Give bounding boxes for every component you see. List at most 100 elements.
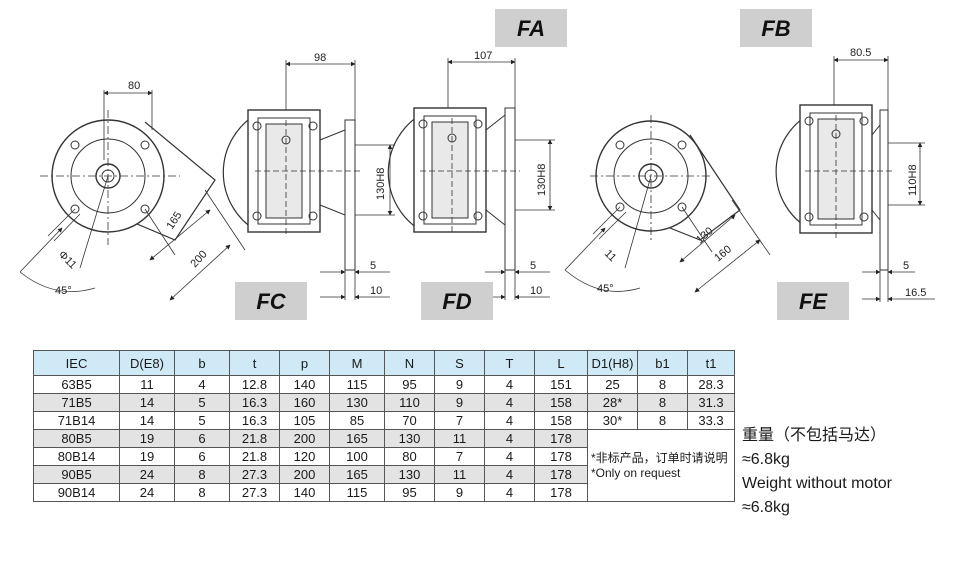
cell: 85 <box>329 411 385 430</box>
dim-fe-16-5: 16.5 <box>905 287 926 299</box>
gearbox-view-fd <box>387 58 555 300</box>
cell: 178 <box>534 483 588 502</box>
cell: 140 <box>279 483 330 502</box>
cell: 21.8 <box>229 447 280 466</box>
gearbox-view-fc <box>222 60 395 300</box>
cell: 4 <box>484 375 535 394</box>
cell: 7 <box>434 447 485 466</box>
flange-view-right <box>564 115 771 293</box>
cell: 71B5 <box>33 393 120 412</box>
cell: 11 <box>434 429 485 448</box>
cell: 178 <box>534 447 588 466</box>
table-row: 90B14 24 8 27.3 140 115 95 9 4 178 <box>33 483 735 502</box>
cell: 8 <box>637 393 688 412</box>
tag-fa <box>495 9 567 47</box>
cell: 4 <box>484 465 535 484</box>
cell: 100 <box>329 447 385 466</box>
cell: 80B14 <box>33 447 120 466</box>
cell: 4 <box>174 375 230 394</box>
cell: 14 <box>119 411 175 430</box>
cell: 9 <box>434 483 485 502</box>
dim-130: 130 <box>694 225 716 246</box>
cell: 120 <box>279 447 330 466</box>
cell: 7 <box>434 411 485 430</box>
cell: 12.8 <box>229 375 280 394</box>
dim-98: 98 <box>314 52 326 64</box>
table-note: *非标产品，订单时请说明 *Only on request <box>587 429 735 502</box>
cell: 130 <box>384 429 435 448</box>
cell: 4 <box>484 393 535 412</box>
cell: 63B5 <box>33 375 120 394</box>
cell: 4 <box>484 411 535 430</box>
cell: 200 <box>279 429 330 448</box>
cell: 8 <box>174 465 230 484</box>
col-l: L <box>534 350 588 376</box>
cell: 14 <box>119 393 175 412</box>
cell: 6 <box>174 447 230 466</box>
col-t: t <box>229 350 280 376</box>
cell: 19 <box>119 447 175 466</box>
cell: 165 <box>329 429 385 448</box>
weight-label-chinese: 重量（不包括马达） <box>742 427 887 444</box>
col-d-e8: D(E8) <box>119 350 175 376</box>
dimension-table: IEC D(E8) b t p M N S T L D1(H8) b1 t1 6… <box>33 350 735 502</box>
col-d1-h8: D1(H8) <box>587 350 638 376</box>
cell: 130 <box>384 465 435 484</box>
cell: 11 <box>119 375 175 394</box>
dim-160: 160 <box>712 243 734 264</box>
dim-11: 11 <box>602 248 619 265</box>
table-row: 71B14 14 5 16.3 105 85 70 7 4 158 30* 8 … <box>33 411 735 430</box>
cell: 25 <box>587 375 638 394</box>
note-english: *Only on request <box>591 465 681 480</box>
cell: 19 <box>119 429 175 448</box>
technical-drawing: 80 165 200 Φ11 45° 98 130H8 5 10 FC <box>19 9 935 320</box>
col-b1: b1 <box>637 350 688 376</box>
weight-label-english: Weight without motor <box>742 475 892 492</box>
cell: 6 <box>174 429 230 448</box>
cell: 80B5 <box>33 429 120 448</box>
cell: 11 <box>434 465 485 484</box>
cell: 9 <box>434 393 485 412</box>
dim-80-5: 80.5 <box>850 47 871 59</box>
cell: 4 <box>484 447 535 466</box>
cell: 95 <box>384 375 435 394</box>
cell: 4 <box>484 429 535 448</box>
cell: 140 <box>279 375 330 394</box>
cell: 90B5 <box>33 465 120 484</box>
col-t-cap: T <box>484 350 535 376</box>
cell: 115 <box>329 483 385 502</box>
cell: 9 <box>434 375 485 394</box>
cell: 8 <box>637 411 688 430</box>
dim-80: 80 <box>128 80 140 92</box>
label-fa: FA <box>517 16 545 41</box>
tag-fd <box>421 282 493 320</box>
tag-fb <box>740 9 812 47</box>
cell: 24 <box>119 465 175 484</box>
cell: 70 <box>384 411 435 430</box>
col-iec: IEC <box>33 350 120 376</box>
col-s: S <box>434 350 485 376</box>
cell: 33.3 <box>687 411 735 430</box>
cell: 28.3 <box>687 375 735 394</box>
table-row: 63B5 11 4 12.8 140 115 95 9 4 151 25 8 2… <box>33 375 735 394</box>
cell: 178 <box>534 429 588 448</box>
dim-45deg: 45° <box>55 285 72 297</box>
cell: 90B14 <box>33 483 120 502</box>
cell: 200 <box>279 465 330 484</box>
cell: 16.3 <box>229 393 280 412</box>
cell: 178 <box>534 465 588 484</box>
weight-info: 重量（不包括马达） ≈6.8kg Weight without motor ≈6… <box>742 424 892 520</box>
cell: 165 <box>329 465 385 484</box>
cell: 71B14 <box>33 411 120 430</box>
dim-fd-10: 10 <box>530 285 542 297</box>
cell: 16.3 <box>229 411 280 430</box>
cell: 105 <box>279 411 330 430</box>
cell: 31.3 <box>687 393 735 412</box>
dim-fe-110h8: 110H8 <box>907 164 919 196</box>
col-b: b <box>174 350 230 376</box>
dim-107: 107 <box>474 50 492 62</box>
cell: 151 <box>534 375 588 394</box>
cell: 5 <box>174 393 230 412</box>
dim-45deg-right: 45° <box>597 283 614 295</box>
cell: 110 <box>384 393 435 412</box>
